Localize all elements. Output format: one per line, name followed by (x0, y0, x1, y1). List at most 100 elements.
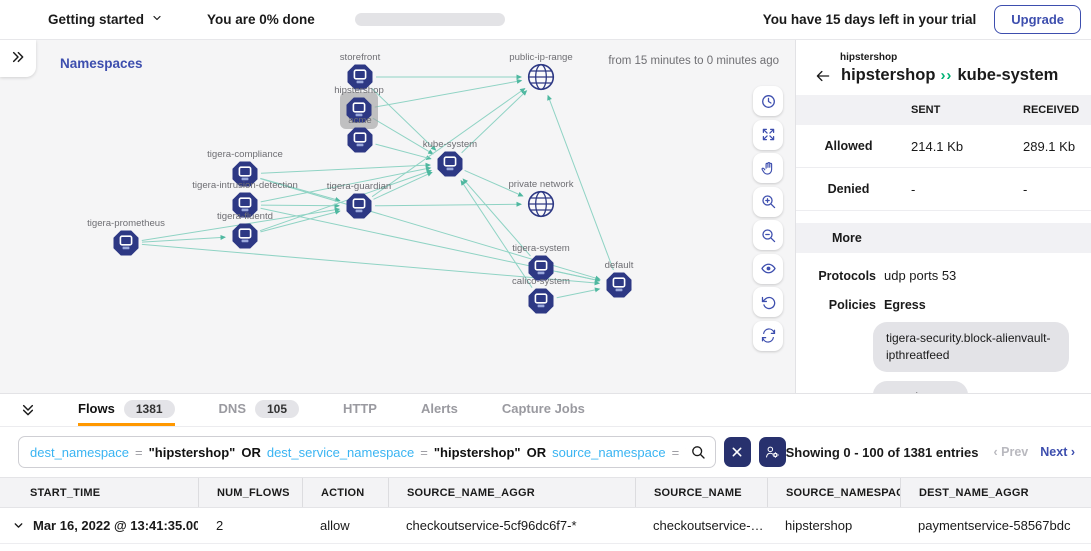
graph-node-default[interactable]: default (605, 260, 634, 298)
graph-node-public-ip-range[interactable]: public-ip-range (509, 52, 573, 91)
protocols-label: Protocols (818, 269, 876, 283)
graph-edge-tigera-fluentd-tigera-guardian (260, 209, 341, 233)
graph-title: Namespaces (60, 56, 143, 71)
visibility-button[interactable] (753, 253, 783, 284)
query-token-field: source_namespace (552, 444, 666, 460)
stats-row-label: Allowed (824, 139, 873, 153)
graph-edge-storefront-kube-system (371, 87, 437, 151)
stats-sent-value: 214.1 Kb (911, 138, 964, 154)
graph-edge-tigera-compliance-tigera-guardian (260, 177, 341, 202)
results-count-label: Showing 0 - 100 of 1381 entries (785, 444, 979, 460)
graph-node-label: hipstershop (334, 85, 384, 96)
graph-edge-tigera-intrusion-detection-tigera-guardian (260, 203, 340, 209)
col-start_time[interactable]: START_TIME (30, 486, 101, 499)
graph-node-label: tigera-prometheus (87, 218, 165, 229)
cell-action: allow (320, 518, 350, 533)
query-token-keyword: OR (526, 444, 547, 460)
zoom-out-button[interactable] (753, 220, 783, 250)
policy-pill[interactable]: security.pass (873, 380, 969, 393)
graph-node-label: calico-system (512, 276, 570, 287)
stats-header-row: SENT RECEIVED (796, 95, 1091, 125)
graph-node-tigera-compliance[interactable]: tigera-compliance (207, 149, 283, 187)
collapse-flows-icon[interactable] (20, 402, 36, 418)
chevrons-right-icon (10, 49, 26, 68)
col-num_flows[interactable]: NUM_FLOWS (198, 478, 302, 507)
graph-node-calico-system[interactable]: calico-system (512, 276, 570, 314)
graph-node-hipstershop[interactable]: hipstershop (334, 85, 384, 129)
stats-row-label: Denied (827, 182, 870, 196)
col-source_name[interactable]: SOURCE_NAME (635, 478, 767, 507)
tab-alerts[interactable]: Alerts (421, 394, 458, 426)
namespace-icon (437, 151, 463, 177)
prev-page-button[interactable]: ‹ Prev (993, 445, 1029, 459)
zoom-in-button[interactable] (753, 186, 783, 217)
tab-label: Flows (78, 401, 115, 416)
user-settings-button[interactable] (758, 437, 786, 467)
stats-sent-value: - (911, 181, 916, 197)
expand-row-icon[interactable] (12, 519, 25, 532)
graph-node-private-network[interactable]: private network (508, 179, 574, 218)
fit-screen-button[interactable] (753, 119, 783, 150)
edge-direction-chevrons: ›› (940, 67, 953, 84)
getting-started-dropdown[interactable]: Getting started (48, 12, 163, 27)
edge-source: hipstershop (841, 66, 936, 84)
details-header: hipstershop hipstershop››kube-system (796, 40, 1091, 95)
query-token-field: dest_service_namespace (266, 444, 415, 460)
clear-query-button[interactable] (724, 437, 751, 467)
graph-node-label: public-ip-range (509, 52, 572, 63)
back-arrow-icon[interactable] (814, 67, 832, 85)
graph-node-kube-system[interactable]: kube-system (423, 139, 477, 177)
graph-node-label: tigera-system (512, 243, 570, 254)
cell-source_name: checkoutservice-… (653, 518, 764, 533)
tab-http[interactable]: HTTP (343, 394, 377, 426)
graph-node-storefront[interactable]: storefront (340, 52, 381, 90)
graph-node-label: tigera-guardian (327, 181, 392, 192)
graph-node-tigera-prometheus[interactable]: tigera-prometheus (87, 218, 165, 256)
namespace-icon (232, 223, 258, 249)
col-source_namespace[interactable]: SOURCE_NAMESPACE (767, 478, 900, 507)
policy-pill-list: tigera-security.block-alienvault-ipthrea… (873, 322, 1091, 393)
query-token-op: = (671, 444, 680, 460)
graph-edge-tigera-compliance-kube-system (260, 162, 431, 174)
pan-button[interactable] (753, 153, 783, 183)
edge-title: hipstershop››kube-system (841, 66, 1058, 85)
graph-edge-kube-system-private-network (464, 169, 524, 197)
tab-label: HTTP (343, 401, 377, 416)
progress-label: You are 0% done (207, 12, 315, 27)
refresh-button[interactable] (753, 320, 783, 351)
network-graph[interactable]: storefront public-ip-range hipstershop acme… (0, 40, 795, 393)
graph-node-tigera-intrusion-detection[interactable]: tigera-intrusion-detection (192, 180, 298, 218)
graph-node-tigera-system[interactable]: tigera-system (512, 243, 570, 281)
policies-label: Policies (828, 298, 876, 312)
undo-button[interactable] (753, 287, 783, 317)
col-dest_name_aggr[interactable]: DEST_NAME_AGGR (900, 478, 1091, 507)
tab-label: Capture Jobs (501, 401, 585, 416)
policy-pill[interactable]: tigera-security.block-alienvault-ipthrea… (873, 322, 1069, 372)
graph-node-acme[interactable]: acme (347, 115, 373, 153)
tab-badge: 105 (255, 399, 300, 418)
col-source_name_aggr[interactable]: SOURCE_NAME_AGGR (388, 478, 635, 507)
search-icon[interactable] (690, 444, 706, 460)
cell-text: Mar 16, 2022 @ 13:41:35.000 (33, 518, 198, 533)
next-page-button[interactable]: Next › (1040, 445, 1075, 459)
tab-capture-jobs[interactable]: Capture Jobs (502, 394, 585, 426)
col-action[interactable]: ACTION (302, 478, 388, 507)
graph-node-tigera-guardian[interactable]: tigera-guardian (327, 181, 392, 219)
expand-sidebar-button[interactable] (0, 40, 36, 77)
graph-edge-tigera-prometheus-tigera-fluentd (141, 234, 226, 243)
history-button[interactable] (753, 86, 783, 116)
tab-label: Alerts (420, 401, 458, 416)
upgrade-button[interactable]: Upgrade (994, 5, 1081, 34)
details-panel: hipstershop hipstershop››kube-system SEN… (795, 40, 1091, 393)
graph-node-tigera-fluentd[interactable]: tigera-fluentd (217, 211, 273, 249)
